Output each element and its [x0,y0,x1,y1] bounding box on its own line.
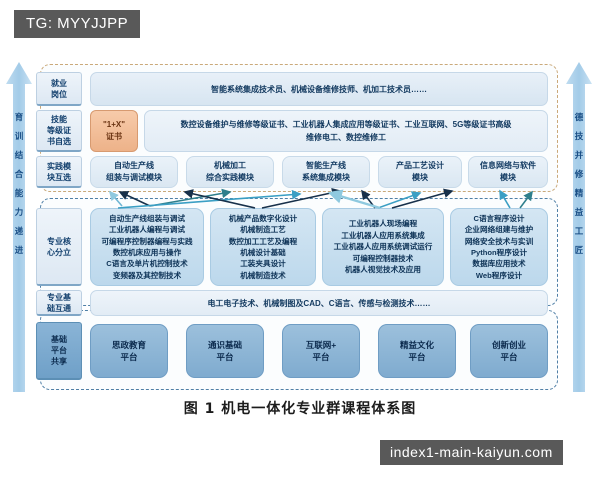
core-0-item-4: C语言及单片机控制技术 [106,259,188,269]
core-2-item-1: 工业机器人应用系统集成 [341,230,425,240]
core-0-item-3: 数控机床应用与操作 [112,248,182,257]
core-0-item-1: 工业机器人编程与调试 [109,225,185,235]
core-column-1: 机械产品数字化设计机械制造工艺数控加工工艺及编程机械设计基础工装夹具设计机械制造… [210,208,316,286]
watermark-top-tag: TG: MYYJJPP [14,10,141,38]
cert-bar-line2: 维修电工、数控维修工 [306,133,386,142]
cert-chip-line1: "1+X" [102,120,126,129]
module-0-line1: 自动生产线 [114,161,154,170]
module-1-line1: 机械加工 [214,161,246,170]
core-1-item-5: 机械制造技术 [240,270,286,280]
platform-chip-4: 创新创业平台 [470,324,548,378]
module-chip-2: 智能生产线系统集成模块 [282,156,370,188]
row-label-practice: 实践模 块互选 [36,156,82,188]
platform-0-line2: 平台 [120,352,138,362]
left-arrow-label: 育训结合能力递进 [14,112,24,255]
watermark-bottom-url: index1-main-kaiyun.com [380,440,563,465]
core-0-item-2: 可编程序控制器编程与实践 [101,236,193,246]
row-label-skill-cert: 技能 等级证 书自选 [36,110,82,152]
platform-3-line1: 精益文化 [399,340,434,350]
platform-chip-1: 通识基础平台 [186,324,264,378]
core-1-item-4: 工装夹具设计 [240,259,286,269]
cert-chip-line2: 证书 [106,132,122,141]
module-chip-0: 自动生产线组装与调试模块 [90,156,178,188]
platform-3-line2: 平台 [408,352,426,362]
platform-4-line1: 创新创业 [491,340,526,350]
core-column-2: 工业机器人现场编程工业机器人应用系统集成工业机器人应用系统调试运行可编程控制器技… [322,208,444,286]
core-3-item-0: C语言程序设计 [473,213,525,223]
core-3-item-1: 企业网络组建与维护 [464,225,534,235]
core-3-item-3: Python程序设计 [470,248,528,257]
core-0-item-5: 变频器及其控制技术 [112,270,182,280]
row-label-base: 专业基 础互通 [36,290,82,316]
module-chip-1: 机械加工综合实践模块 [186,156,274,188]
base-bar: 电工电子技术、机械制图及CAD、C语言、传感与检测技术…… [90,290,548,316]
row-label-platform: 基础 平台 共享 [36,322,82,380]
module-0-line2: 组装与调试模块 [106,173,162,182]
core-3-item-5: Web程序设计 [475,270,523,280]
core-3-item-2: 网络安全技术与实训 [464,236,534,246]
platform-0-line1: 思政教育 [111,340,146,350]
platform-1-line2: 平台 [216,352,234,362]
platform-2-line2: 平台 [312,352,330,362]
platform-chip-0: 思政教育平台 [90,324,168,378]
core-column-0: 自动生产线组装与调试工业机器人编程与调试可编程序控制器编程与实践数控机床应用与操… [90,208,204,286]
module-3-line1: 产品工艺设计 [396,161,444,170]
row-label-core: 专业核 心分立 [36,208,82,286]
curriculum-system-diagram: 育训结合能力递进 德技并修精益工匠 就业 岗位 智能系统集成技术员、机械设备维修… [0,58,600,398]
cert-bar: 数控设备维护与维修等级证书、工业机器人集成应用等级证书、工业互联网、5G等级证书… [144,110,548,152]
module-2-line1: 智能生产线 [306,161,346,170]
platform-1-line1: 通识基础 [207,340,242,350]
core-1-item-2: 数控加工工艺及编程 [228,236,298,246]
platform-chip-2: 互联网+ 平台 [282,324,360,378]
platform-chip-3: 精益文化平台 [378,324,456,378]
cert-bar-line1: 数控设备维护与维修等级证书、工业机器人集成应用等级证书、工业互联网、5G等级证书… [180,120,512,129]
module-4-line1: 信息网络与软件 [480,161,536,170]
module-3-line2: 模块 [412,173,428,182]
right-progress-arrow: 德技并修精益工匠 [566,62,592,392]
core-2-item-2: 工业机器人应用系统调试运行 [333,242,433,252]
module-1-line2: 综合实践模块 [206,173,254,182]
core-1-item-0: 机械产品数字化设计 [228,213,298,223]
right-arrow-label: 德技并修精益工匠 [574,112,584,255]
core-0-item-0: 自动生产线组装与调试 [109,213,185,223]
row-label-jobs: 就业 岗位 [36,72,82,106]
left-arrow-shape [6,62,32,392]
module-2-line2: 系统集成模块 [302,173,350,182]
left-progress-arrow: 育训结合能力递进 [6,62,32,392]
core-1-item-3: 机械设计基础 [240,248,286,257]
core-1-item-1: 机械制造工艺 [240,225,286,235]
module-chip-4: 信息网络与软件模块 [468,156,548,188]
platform-2-line1: 互联网+ [305,340,337,350]
core-column-3: C语言程序设计企业网络组建与维护网络安全技术与实训 Python程序设计数据库应用… [450,208,548,286]
module-4-line2: 模块 [500,173,516,182]
core-2-item-0: 工业机器人现场编程 [348,219,418,229]
core-2-item-4: 机器人视觉技术及应用 [345,265,421,275]
jobs-bar: 智能系统集成技术员、机械设备维修技师、机加工技术员…… [90,72,548,106]
cert-1x-chip: "1+X" 证书 [90,110,138,152]
platform-4-line2: 平台 [500,352,518,362]
core-2-item-3: 可编程控制器技术 [352,253,414,263]
figure-caption: 图 1 机电一体化专业群课程体系图 [183,401,417,417]
module-chip-3: 产品工艺设计模块 [378,156,462,188]
right-arrow-shape [566,62,592,392]
core-3-item-4: 数据库应用技术 [472,259,526,269]
